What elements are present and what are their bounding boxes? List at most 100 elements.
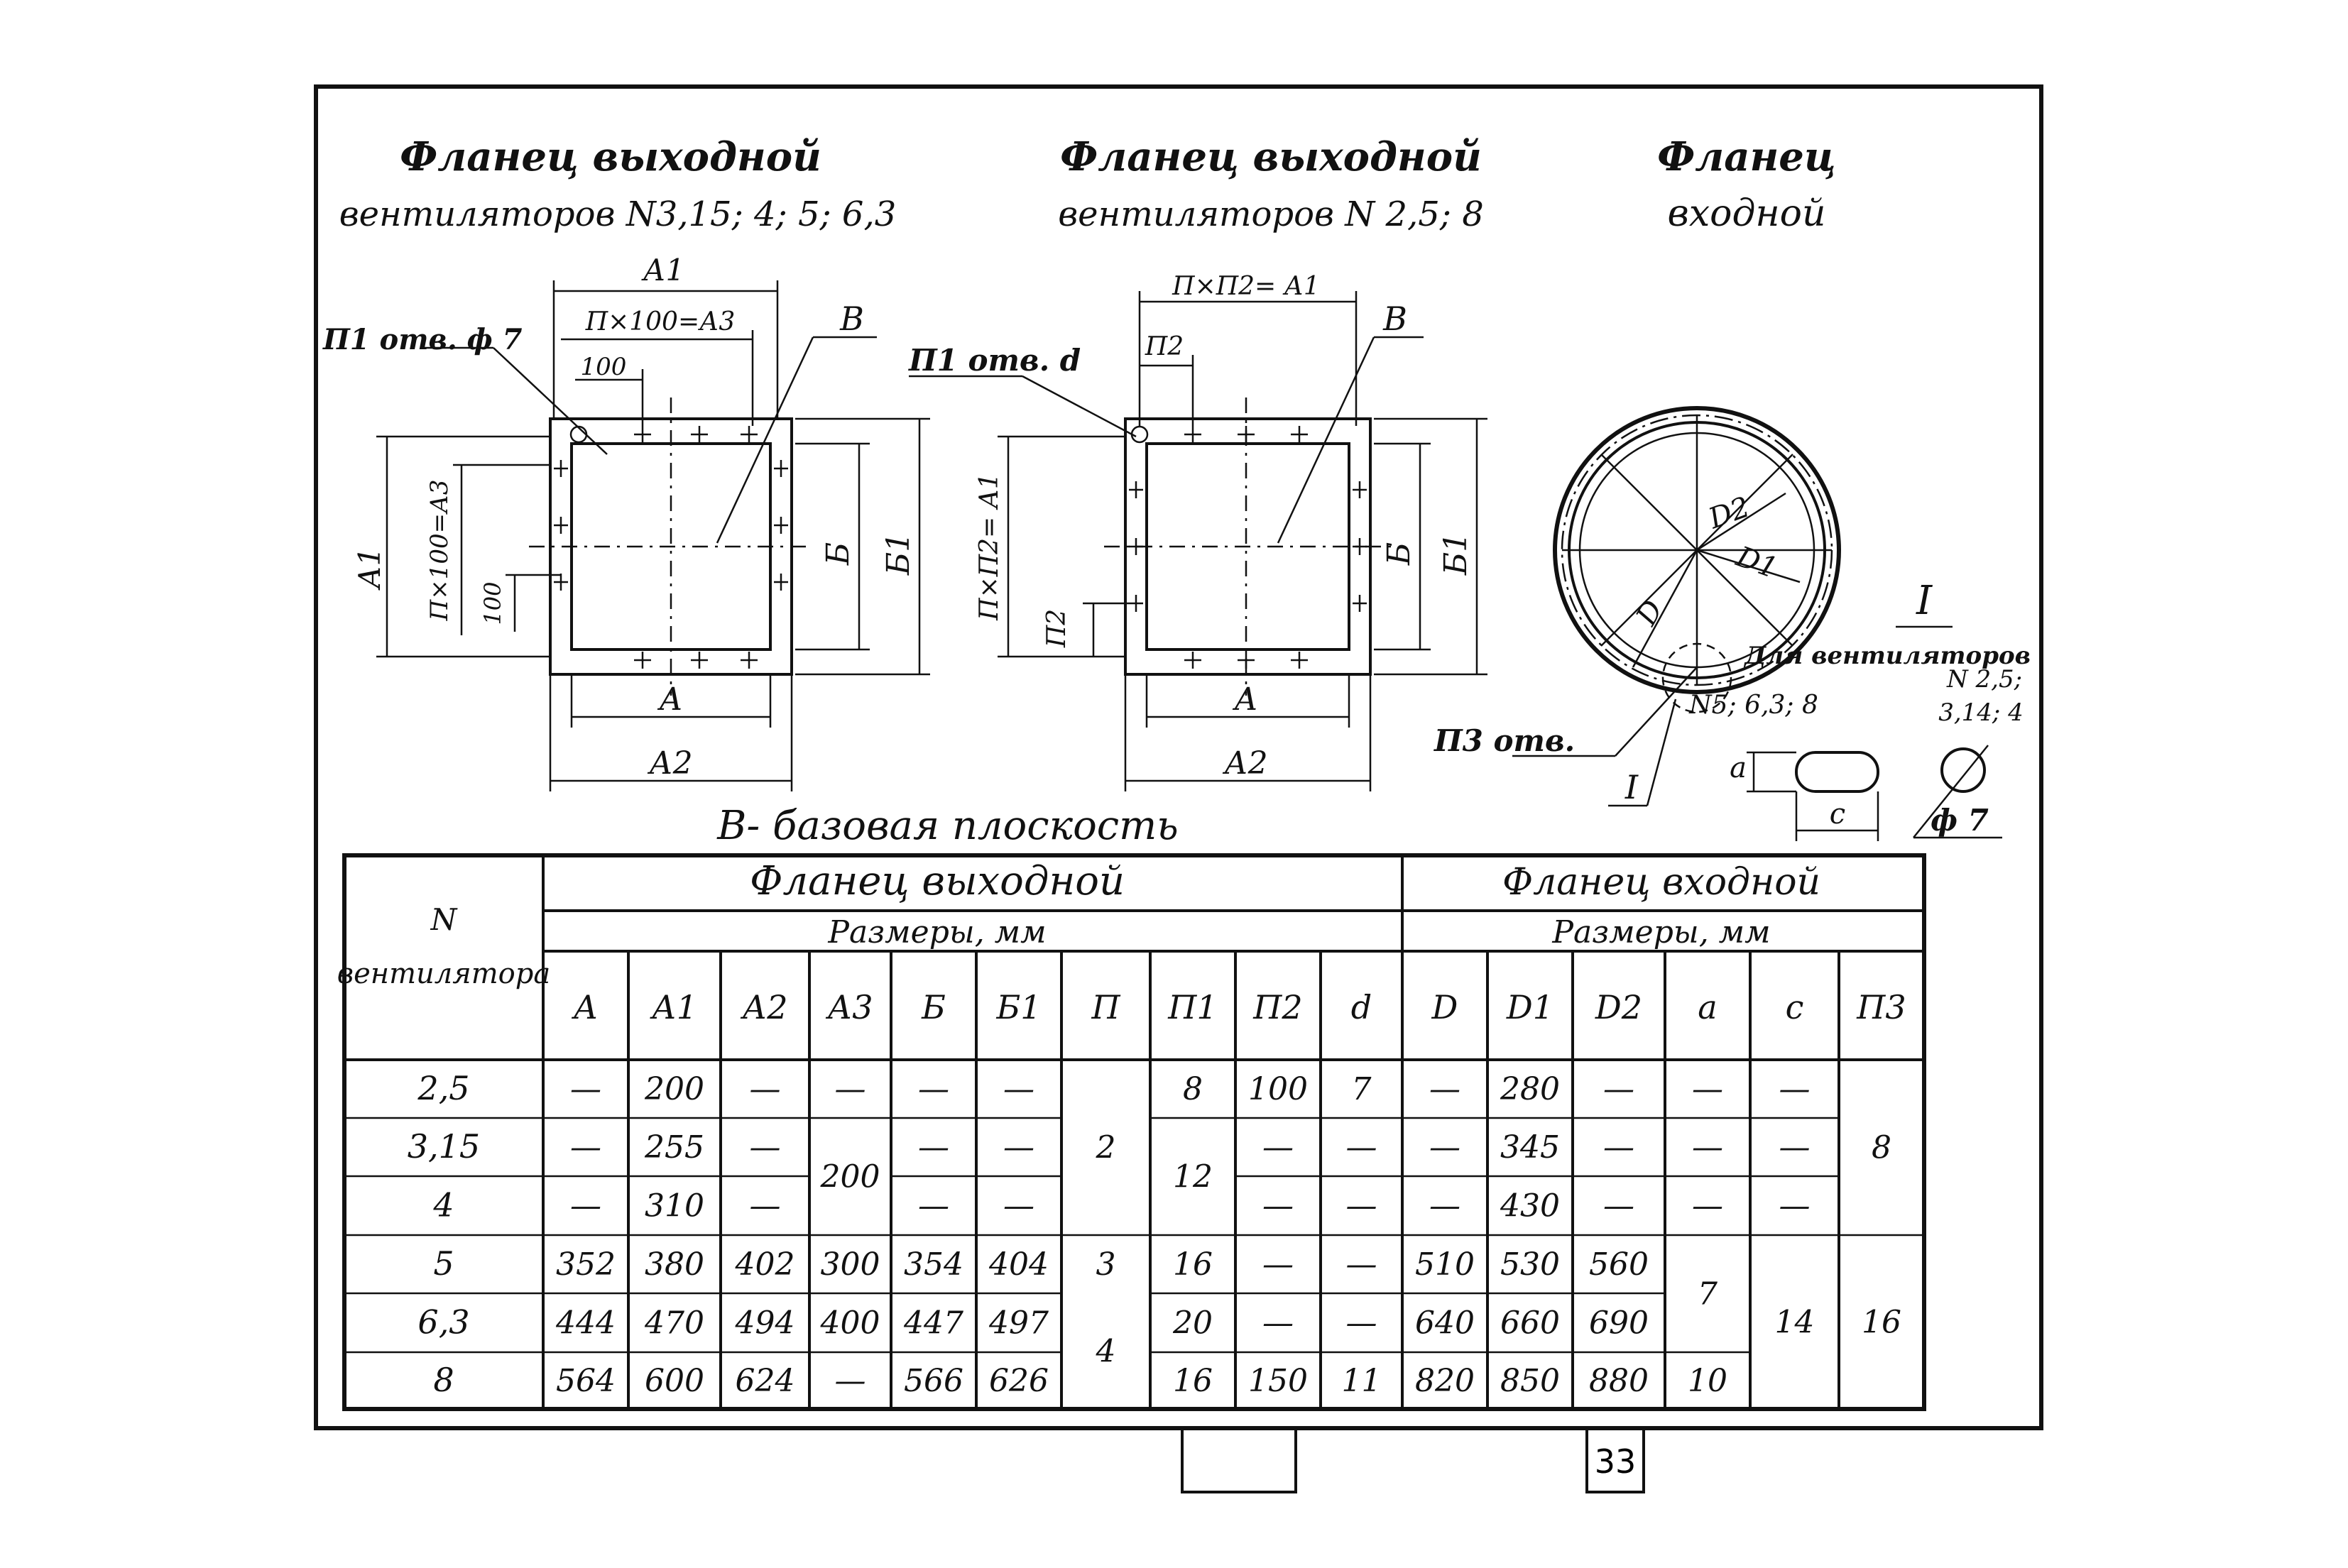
- table-cell: —: [1692, 1188, 1723, 1224]
- table-cell: —: [1779, 1129, 1811, 1166]
- table-col-header: А3: [825, 988, 873, 1026]
- table-cell: —: [1692, 1129, 1723, 1166]
- d2-dim-a2: А2: [1222, 745, 1267, 782]
- table-cell: 510: [1415, 1246, 1475, 1283]
- table-cell: —: [750, 1071, 781, 1107]
- table-cell: —: [1346, 1246, 1377, 1283]
- d3-d: D: [1629, 595, 1669, 632]
- table-cell: —: [570, 1188, 601, 1224]
- d3-fans-note-1: N 2,5;: [1946, 665, 2022, 693]
- table-cell: —: [835, 1071, 866, 1107]
- table-cell: 300: [821, 1246, 880, 1283]
- table-cell: —: [570, 1071, 601, 1107]
- sheet-frame: [314, 84, 2043, 1430]
- table-cell: —: [1003, 1129, 1034, 1166]
- table-cell: 566: [904, 1363, 963, 1399]
- flange-outlet-drawing-1: П1 отв. ф 7 А1 П×100=А3 100 В А1 П×100=А…: [322, 253, 930, 791]
- table-cell: 352: [556, 1246, 616, 1283]
- title-out1-line1: Фланец выходной: [400, 133, 821, 180]
- table-cell: 560: [1589, 1246, 1649, 1283]
- d2-dim-top: П×П2= А1: [1172, 272, 1320, 301]
- table-col-header: d: [1351, 988, 1372, 1026]
- table-cell: 11: [1342, 1363, 1382, 1399]
- table-cell: —: [918, 1129, 949, 1166]
- table-fan-number: 8: [433, 1361, 454, 1399]
- d1-dim-100-left: 100: [479, 581, 506, 625]
- table-cell: —: [1692, 1071, 1723, 1107]
- d3-holes: П3 отв.: [1434, 723, 1575, 758]
- table-cell: 10: [1688, 1363, 1727, 1399]
- table-cell: 444: [555, 1305, 616, 1342]
- table-cell: —: [1429, 1188, 1460, 1224]
- table-cell: —: [918, 1188, 949, 1224]
- table-cell: —: [1262, 1129, 1294, 1166]
- table-col-header: Б: [921, 988, 946, 1026]
- d1-dim-a2: А2: [647, 745, 692, 782]
- d2-dim-p2-top: П2: [1145, 332, 1184, 361]
- table-col-header: А1: [650, 988, 697, 1026]
- table-cell: —: [1262, 1305, 1294, 1342]
- table-col-header: Б1: [995, 988, 1041, 1026]
- table-cell: —: [1779, 1188, 1811, 1224]
- table-cell: —: [1429, 1071, 1460, 1107]
- table-cell: 310: [645, 1188, 704, 1224]
- title-out2-line1: Фланец выходной: [1060, 133, 1482, 180]
- table-cell: 402: [735, 1246, 795, 1283]
- table-in-group: Фланец входной: [1502, 861, 1820, 904]
- table-col-header: D1: [1506, 988, 1553, 1026]
- dimensions-table: N вентилятора Фланец выходной Фланец вхо…: [337, 853, 1926, 1411]
- table-col-header: П3: [1856, 988, 1906, 1026]
- table-col-header: П: [1091, 988, 1120, 1026]
- d1-dim-a: А: [657, 681, 682, 718]
- table-col-header: П2: [1252, 988, 1302, 1026]
- table-cell: 354: [904, 1246, 963, 1283]
- table-cell: 345: [1500, 1129, 1560, 1166]
- table-cell: 447: [903, 1305, 963, 1342]
- page-number-box: [1585, 1427, 1645, 1493]
- table-cell: —: [1603, 1188, 1634, 1224]
- table-cell: —: [1003, 1188, 1034, 1224]
- d2-hole-label: П1 отв. d: [908, 343, 1081, 378]
- d3-dim-a: а: [1730, 752, 1747, 784]
- table-cell: —: [1262, 1246, 1294, 1283]
- d1-dim-a1-top: А1: [641, 253, 685, 287]
- table-col-header: с: [1786, 988, 1804, 1026]
- table-cell: 16: [1862, 1305, 1901, 1341]
- d2-dim-a: А: [1232, 681, 1257, 718]
- table-fan-number: 2,5: [417, 1069, 469, 1107]
- d2-label-b: В: [1382, 300, 1407, 338]
- table-cell: 690: [1589, 1305, 1649, 1342]
- flange-outlet-drawing-2: П1 отв. d П×П2= А1 П2 В П×П2= А1 П2 Б Б1…: [908, 272, 1487, 791]
- table-cell: 564: [556, 1363, 616, 1399]
- table-fan-header-1: N: [430, 902, 458, 937]
- table-cell: 150: [1248, 1363, 1308, 1399]
- table-cell: 494: [735, 1305, 795, 1342]
- d3-d2: D2: [1704, 490, 1754, 535]
- title-out2-line2: вентиляторов N 2,5; 8: [1058, 194, 1484, 234]
- table-col-header: А: [572, 988, 599, 1026]
- table-cell: 380: [645, 1246, 704, 1283]
- table-cell: —: [918, 1071, 949, 1107]
- stamp-box-left: [1181, 1427, 1297, 1493]
- table-cell: —: [1429, 1129, 1460, 1166]
- page-number: 33: [1595, 1442, 1637, 1481]
- table-cell: 880: [1589, 1363, 1649, 1399]
- table-out-sizes: Размеры, мм: [827, 914, 1046, 950]
- table-cell: —: [1603, 1129, 1634, 1166]
- table-cell: 850: [1500, 1363, 1560, 1399]
- table-cell: 400: [820, 1305, 880, 1342]
- d2-dim-p2-left: П2: [1042, 609, 1071, 648]
- table-cell: —: [1603, 1071, 1634, 1107]
- table-col-header: D: [1431, 988, 1458, 1026]
- table-cell: —: [1779, 1071, 1811, 1107]
- d3-dim-phi: ф 7: [1931, 803, 1989, 838]
- table-fan-header-2: вентилятора: [337, 958, 550, 990]
- table-cell: 255: [644, 1129, 704, 1166]
- table-fan-number: 3,15: [408, 1127, 480, 1166]
- title-in-line1: Фланец: [1657, 133, 1836, 180]
- table-fan-number: 4: [432, 1186, 454, 1224]
- table-cell: 280: [1500, 1071, 1560, 1107]
- d2-dim-b1: Б1: [1438, 532, 1474, 576]
- table-cell: —: [1346, 1188, 1377, 1224]
- table-cell: 200: [644, 1071, 704, 1107]
